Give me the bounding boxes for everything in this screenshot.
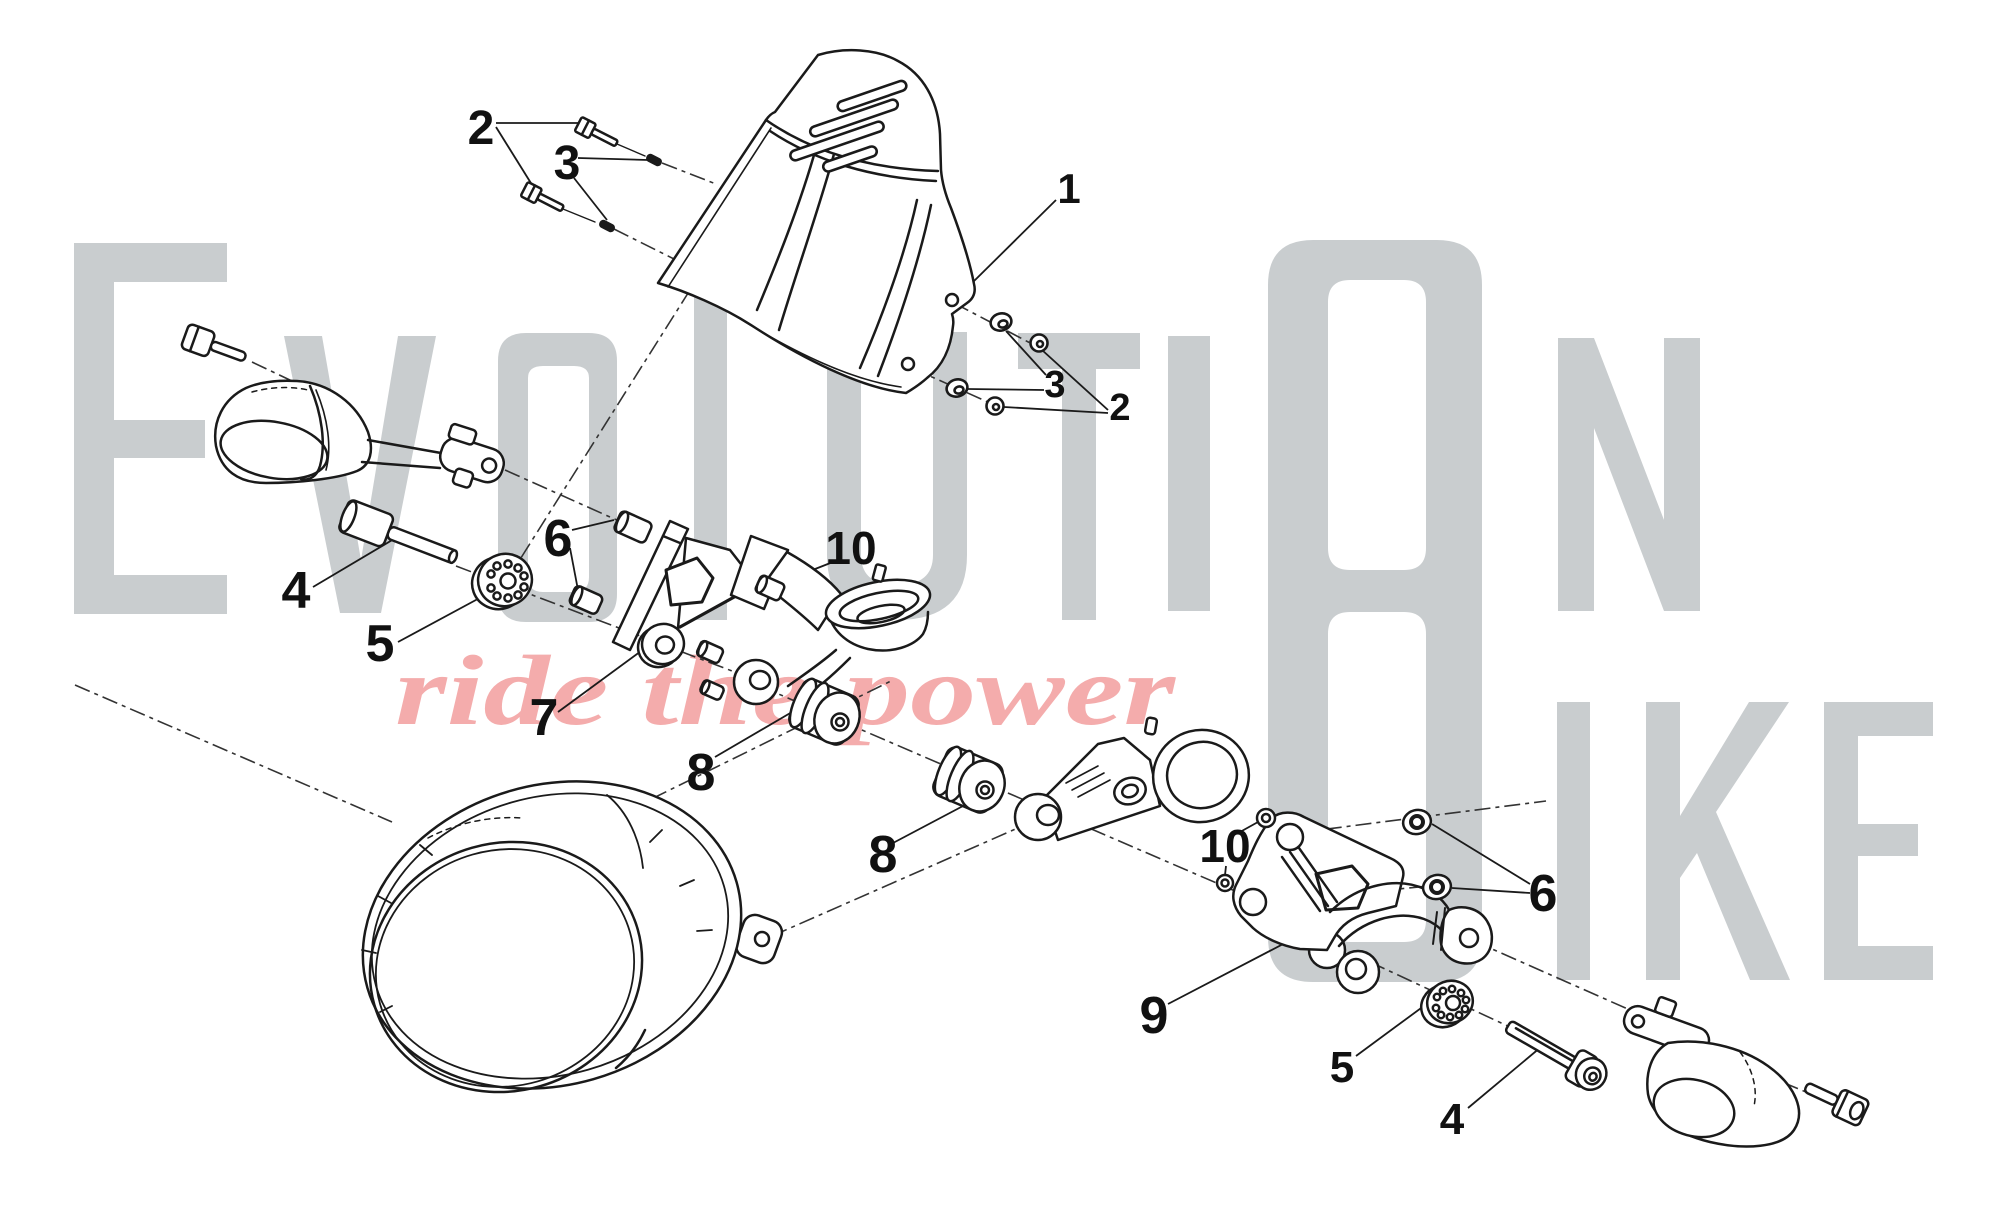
svg-text:3: 3 — [1044, 364, 1065, 406]
svg-text:8: 8 — [869, 826, 898, 884]
svg-text:5: 5 — [366, 615, 395, 673]
svg-text:4: 4 — [1440, 1095, 1465, 1144]
svg-text:ride the power: ride the power — [395, 635, 1176, 746]
svg-text:5: 5 — [1330, 1043, 1354, 1092]
svg-text:8: 8 — [687, 744, 716, 802]
svg-text:7: 7 — [530, 689, 559, 747]
svg-text:3: 3 — [554, 137, 581, 190]
svg-text:2: 2 — [1109, 387, 1130, 429]
svg-text:10: 10 — [1199, 820, 1250, 872]
svg-text:6: 6 — [1529, 865, 1558, 923]
svg-text:2: 2 — [468, 102, 495, 155]
svg-text:9: 9 — [1140, 987, 1169, 1045]
svg-text:4: 4 — [282, 562, 311, 620]
svg-text:6: 6 — [544, 510, 573, 568]
svg-text:1: 1 — [1057, 165, 1080, 212]
svg-text:10: 10 — [825, 522, 876, 574]
